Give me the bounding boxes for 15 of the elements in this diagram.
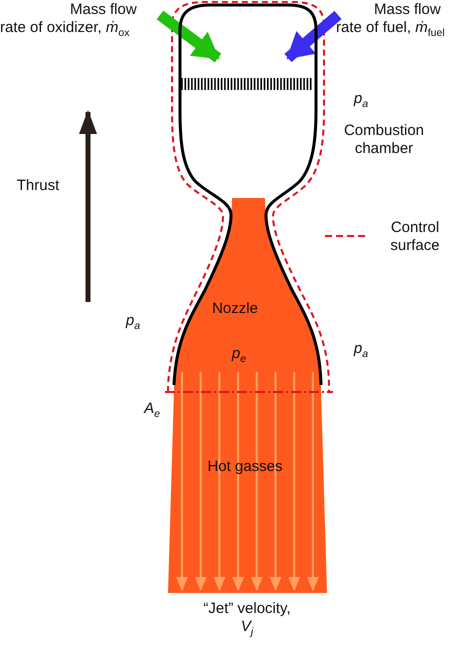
flow-arrow (156, 10, 222, 62)
pressure-label: p$_{e}$ (230, 345, 248, 367)
part-label: Nozzle (211, 300, 259, 318)
velocity-label: “Jet” velocity, V$_{j}$ (202, 600, 292, 640)
pressure-label: p$_{a}$ (352, 90, 370, 112)
pressure-label: p$_{a}$ (124, 312, 142, 334)
region-label: Hot gasses (206, 458, 284, 476)
pressure-label: p$_{a}$ (352, 340, 370, 362)
area-label: A$_{e}$ (142, 400, 161, 422)
force-label: Thrust (16, 177, 60, 195)
legend-label: Control surface (389, 219, 441, 255)
flow-arrow (284, 10, 342, 62)
part-label: Combustion chamber (342, 122, 426, 158)
flow-rate-label: Mass flow rate of fuel, ṁ$_{fuel}$ (336, 0, 446, 40)
flow-rate-label: Mass flow rate of oxidizer, ṁ$_{ox}$ (0, 0, 138, 40)
